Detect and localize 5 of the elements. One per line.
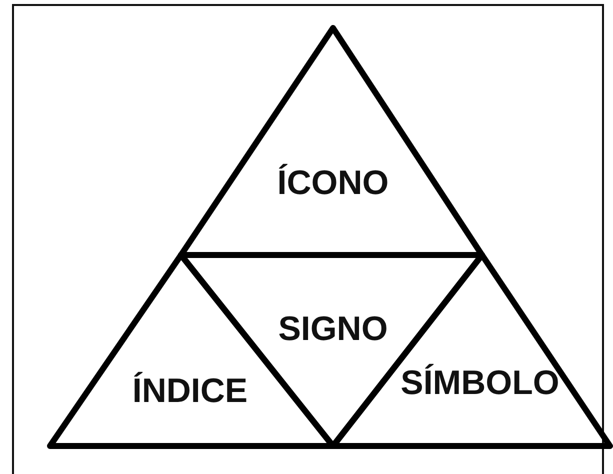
segment-label: SÍMBOLO xyxy=(400,366,560,400)
triangle-segment xyxy=(181,28,482,255)
segment-label: ÍNDICE xyxy=(132,374,248,408)
segment-label: SIGNO xyxy=(278,312,388,346)
segment-label: ÍCONO xyxy=(277,166,389,200)
